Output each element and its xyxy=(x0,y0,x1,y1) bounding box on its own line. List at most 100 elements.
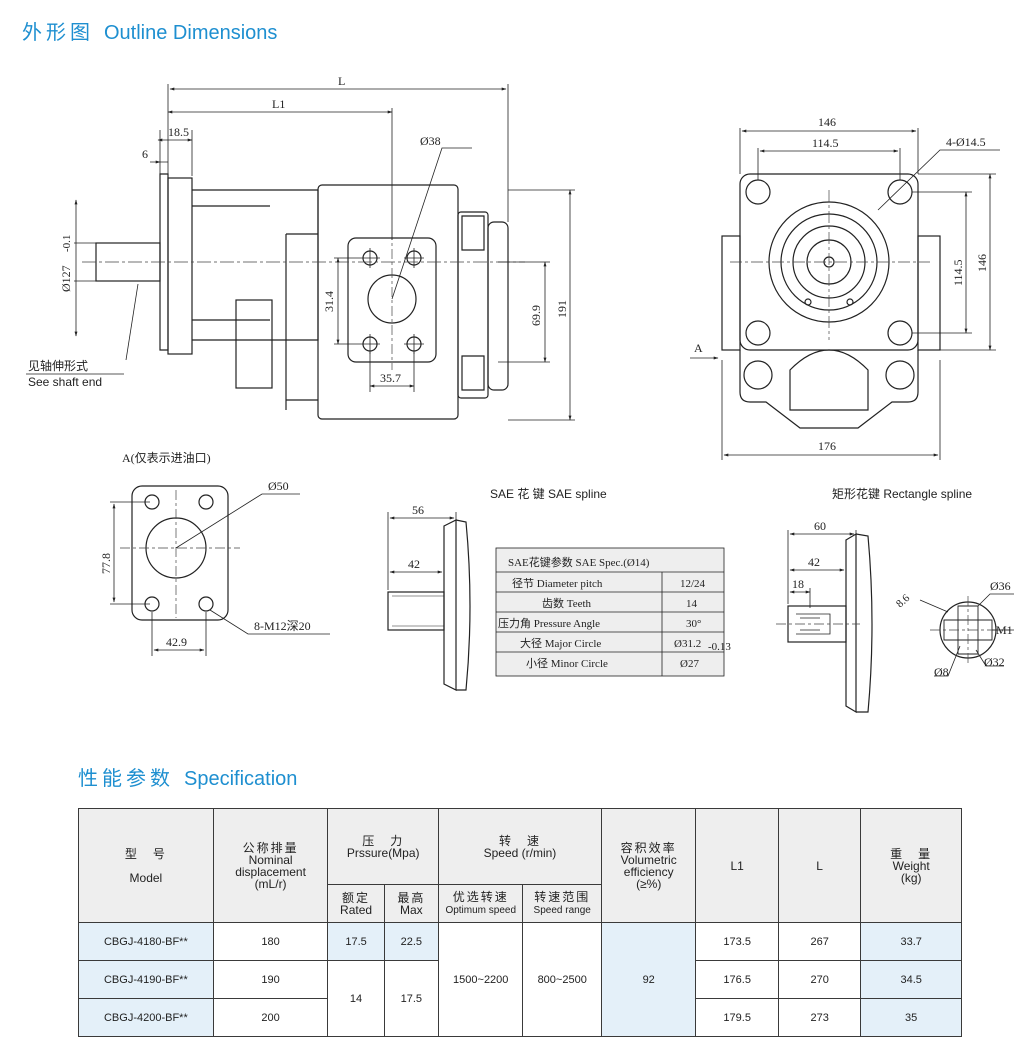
sae-row-value: Ø27 xyxy=(680,658,699,670)
rect-dim-8-6: 8.6 xyxy=(894,592,913,610)
dim-191: 191 xyxy=(555,300,569,318)
header-rated: 额定 Rated xyxy=(327,884,385,923)
dim-31-4: 31.4 xyxy=(322,291,336,312)
header-eff-unit: (≥%) xyxy=(636,876,662,891)
sae-row-label: 大径 Major Circle xyxy=(520,636,601,650)
cell-optimum-speed: 1500~2200 xyxy=(437,922,524,1037)
header-model: 型 号 Model xyxy=(78,808,214,923)
rect-dim-d8: Ø8 xyxy=(934,665,949,679)
dim-L1: L1 xyxy=(272,97,285,111)
spec-section-title: 性能参数 Specification xyxy=(78,762,297,791)
header-max-en: Max xyxy=(400,902,423,917)
header-disp-unit: (mL/r) xyxy=(254,876,287,891)
header-opt-en: Optimum speed xyxy=(445,904,517,916)
rect-dim-60: 60 xyxy=(814,519,826,533)
header-range-en: Speed range xyxy=(533,904,591,916)
dim-42-9: 42.9 xyxy=(166,635,187,649)
outline-title-cn: 外形图 xyxy=(22,20,94,44)
cell-weight: 34.5 xyxy=(860,960,962,999)
header-speed: 转 速 Speed (r/min) xyxy=(438,808,602,885)
dim-d127: Ø127 xyxy=(59,265,73,292)
header-l: L xyxy=(777,808,862,923)
header-rated-en: Rated xyxy=(340,902,373,917)
front-view xyxy=(721,173,941,429)
sae-row-value: 14 xyxy=(686,598,698,610)
header-pressure: 压 力 Prssure(Mpa) xyxy=(327,808,439,885)
cell-l1: 179.5 xyxy=(695,998,779,1037)
sae-row-label: 径节 Diameter pitch xyxy=(512,577,603,590)
rect-spline-title: 矩形花键 Rectangle spline xyxy=(832,486,972,501)
sae-spline-view xyxy=(387,519,471,691)
dim-77-8: 77.8 xyxy=(99,553,113,574)
dim-d50: Ø50 xyxy=(268,479,289,493)
sae-row-value: 30° xyxy=(686,618,701,630)
sae-row-value: 12/24 xyxy=(680,578,706,590)
cell-max: 17.5 xyxy=(383,960,440,1037)
header-press-cn: 压 力 xyxy=(362,833,405,848)
shaft-note-cn: 见轴伸形式 xyxy=(28,358,88,373)
header-press-en: Prssure(Mpa) xyxy=(346,845,420,860)
header-max: 最高 Max xyxy=(383,884,440,923)
cell-speed-range: 800~2500 xyxy=(522,922,602,1037)
cell-weight: 35 xyxy=(860,998,962,1037)
dim-69-9: 69.9 xyxy=(529,305,543,326)
cell-l: 270 xyxy=(777,960,862,999)
cell-model: CBGJ-4180-BF** xyxy=(78,922,214,961)
cell-model: CBGJ-4200-BF** xyxy=(78,998,214,1037)
port-view-title: A(仅表示进油口) xyxy=(122,451,211,465)
cell-l1: 173.5 xyxy=(695,922,779,961)
header-weight-cn: 重 量 xyxy=(890,846,933,861)
header-eff-cn: 容积效率 xyxy=(620,840,677,855)
cell-model: CBGJ-4190-BF** xyxy=(78,960,214,999)
dim-114-5-side: 114.5 xyxy=(951,259,965,286)
side-view xyxy=(95,173,509,420)
sae-dim-42: 42 xyxy=(408,557,420,571)
header-l1: L1 xyxy=(695,808,779,923)
dim-18-5: 18.5 xyxy=(168,125,189,139)
table-row: CBGJ-4190-BF** 190 14 17.5 176.5 270 34.… xyxy=(78,960,962,1037)
header-model-cn: 型 号 xyxy=(124,846,167,861)
header-optimum-speed: 优选转速 Optimum speed xyxy=(437,884,524,923)
view-label-A: A xyxy=(694,341,703,355)
header-speed-en: Speed (r/min) xyxy=(483,845,557,860)
sae-table-header: SAE花键参数 SAE Spec.(Ø14) xyxy=(508,555,650,569)
spec-title-en: Specification xyxy=(184,768,298,790)
cell-rated: 14 xyxy=(327,960,385,1037)
cell-displacement: 180 xyxy=(212,922,329,961)
dim-d38: Ø38 xyxy=(420,134,441,148)
cell-l: 273 xyxy=(777,998,862,1037)
header-eff-en1: Volumetric xyxy=(620,852,677,867)
sae-row-label: 压力角 Pressure Angle xyxy=(498,617,600,630)
dim-146-top: 146 xyxy=(818,115,836,129)
dim-6: 6 xyxy=(142,147,148,161)
header-model-en: Model xyxy=(129,870,163,885)
rect-dim-18: 18 xyxy=(792,577,804,591)
rect-dim-42: 42 xyxy=(808,555,820,569)
sae-row-value: Ø31.2 xyxy=(674,638,701,650)
header-weight-en: Weight xyxy=(892,858,930,873)
header-disp-cn: 公称排量 xyxy=(242,840,299,855)
cell-l: 267 xyxy=(777,922,862,961)
sae-spline-title: SAE 花 键 SAE spline xyxy=(490,486,607,501)
dim-thread: 8-M12深20 xyxy=(254,619,311,633)
rect-dim-m1: M1 xyxy=(996,623,1013,637)
shaft-note-en: See shaft end xyxy=(28,375,102,389)
header-disp-en1: Nominal xyxy=(248,852,293,867)
sae-row-label: 齿数 Teeth xyxy=(542,597,592,610)
rect-dim-d32: Ø32 xyxy=(984,655,1005,669)
header-speed-range: 转速范围 Speed range xyxy=(522,884,602,923)
header-max-cn: 最高 xyxy=(397,890,426,905)
header-rated-cn: 额定 xyxy=(342,890,371,905)
cell-weight: 33.7 xyxy=(860,922,962,961)
spec-table: 型 号 Model 公称排量 Nominal displacement (mL/… xyxy=(78,808,962,1037)
header-efficiency: 容积效率 Volumetric efficiency (≥%) xyxy=(600,808,697,923)
table-row: CBGJ-4200-BF** 200 179.5 273 35 xyxy=(78,998,962,1037)
dim-holes: 4-Ø14.5 xyxy=(946,135,986,149)
spec-title-cn: 性能参数 xyxy=(78,766,174,790)
dim-114-5-top: 114.5 xyxy=(812,136,839,150)
outline-drawing: L L1 18.5 6 Ø38 Ø127 -0.1 31.4 69.9 191 … xyxy=(26,74,1014,714)
header-displacement: 公称排量 Nominal displacement (mL/r) xyxy=(212,808,329,923)
cell-displacement: 200 xyxy=(212,998,329,1037)
sae-major-tol: -0.13 xyxy=(708,641,731,653)
